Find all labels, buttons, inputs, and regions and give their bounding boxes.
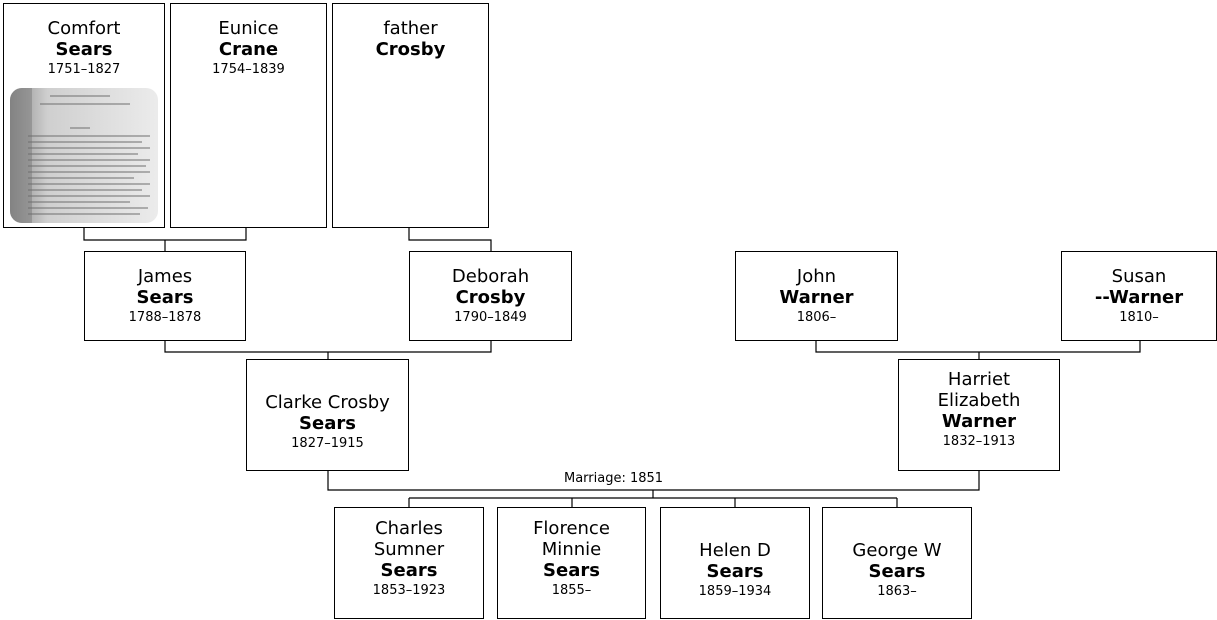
marriage-label: Marriage: 1851 bbox=[560, 471, 668, 486]
surname: Crosby bbox=[455, 287, 526, 308]
person-deborah-crosby[interactable]: Deborah Crosby 1790–1849 bbox=[409, 251, 572, 341]
given-name: Comfort bbox=[47, 18, 121, 39]
surname: Sears bbox=[706, 561, 764, 582]
surname: Warner bbox=[779, 287, 854, 308]
surname: Sears bbox=[380, 560, 438, 581]
given-name: Florence Minnie bbox=[533, 518, 610, 560]
life-dates: 1754–1839 bbox=[212, 62, 285, 77]
person-florence-minnie-sears[interactable]: Florence Minnie Sears 1855– bbox=[497, 507, 646, 619]
surname: Crosby bbox=[375, 39, 446, 60]
person-harriet-elizabeth-warner[interactable]: Harriet Elizabeth Warner 1832–1913 bbox=[898, 359, 1060, 471]
given-name: Clarke Crosby bbox=[265, 392, 390, 413]
person-james-sears[interactable]: James Sears 1788–1878 bbox=[84, 251, 246, 341]
surname: Sears bbox=[868, 561, 926, 582]
life-dates: 1832–1913 bbox=[942, 434, 1016, 449]
person-john-warner[interactable]: John Warner 1806– bbox=[735, 251, 898, 341]
document-photo-image bbox=[10, 88, 158, 223]
given-name: Deborah bbox=[451, 266, 530, 287]
given-name: Helen D bbox=[699, 540, 771, 561]
life-dates: 1863– bbox=[877, 584, 917, 599]
given-name: John bbox=[796, 266, 837, 287]
surname: --Warner bbox=[1094, 287, 1184, 308]
life-dates: 1810– bbox=[1119, 310, 1159, 325]
surname: Sears bbox=[543, 560, 600, 581]
given-name: Susan bbox=[1111, 266, 1167, 287]
life-dates: 1855– bbox=[551, 583, 592, 598]
person-father-crosby[interactable]: father Crosby bbox=[332, 3, 489, 228]
person-charles-sumner-sears[interactable]: Charles Sumner Sears 1853–1923 bbox=[334, 507, 484, 619]
given-name: Charles Sumner bbox=[373, 518, 445, 560]
life-dates: 1806– bbox=[796, 310, 837, 325]
life-dates: 1751–1827 bbox=[47, 62, 121, 77]
given-name: George W bbox=[852, 540, 942, 561]
surname: Warner bbox=[941, 411, 1017, 432]
person-clarke-crosby-sears[interactable]: Clarke Crosby Sears 1827–1915 bbox=[246, 359, 409, 471]
life-dates: 1788–1878 bbox=[128, 310, 202, 325]
life-dates: 1853–1923 bbox=[372, 583, 446, 598]
surname: Sears bbox=[299, 413, 356, 434]
person-susan-warner[interactable]: Susan --Warner 1810– bbox=[1061, 251, 1217, 341]
surname: Crane bbox=[218, 39, 279, 60]
person-eunice-crane[interactable]: Eunice Crane 1754–1839 bbox=[170, 3, 327, 228]
document-photo[interactable] bbox=[10, 88, 158, 223]
surname: Sears bbox=[55, 39, 113, 60]
person-helen-d-sears[interactable]: Helen D Sears 1859–1934 bbox=[660, 507, 810, 619]
person-george-w-sears[interactable]: George W Sears 1863– bbox=[822, 507, 972, 619]
life-dates: 1790–1849 bbox=[454, 310, 527, 325]
given-name: Harriet Elizabeth bbox=[937, 369, 1021, 411]
given-name: James bbox=[137, 266, 193, 287]
surname: Sears bbox=[136, 287, 194, 308]
given-name: Eunice bbox=[218, 18, 279, 39]
life-dates: 1827–1915 bbox=[291, 436, 364, 451]
given-name: father bbox=[383, 18, 438, 39]
person-comfort-sears[interactable]: Comfort Sears 1751–1827 bbox=[3, 3, 165, 228]
life-dates: 1859–1934 bbox=[698, 584, 772, 599]
